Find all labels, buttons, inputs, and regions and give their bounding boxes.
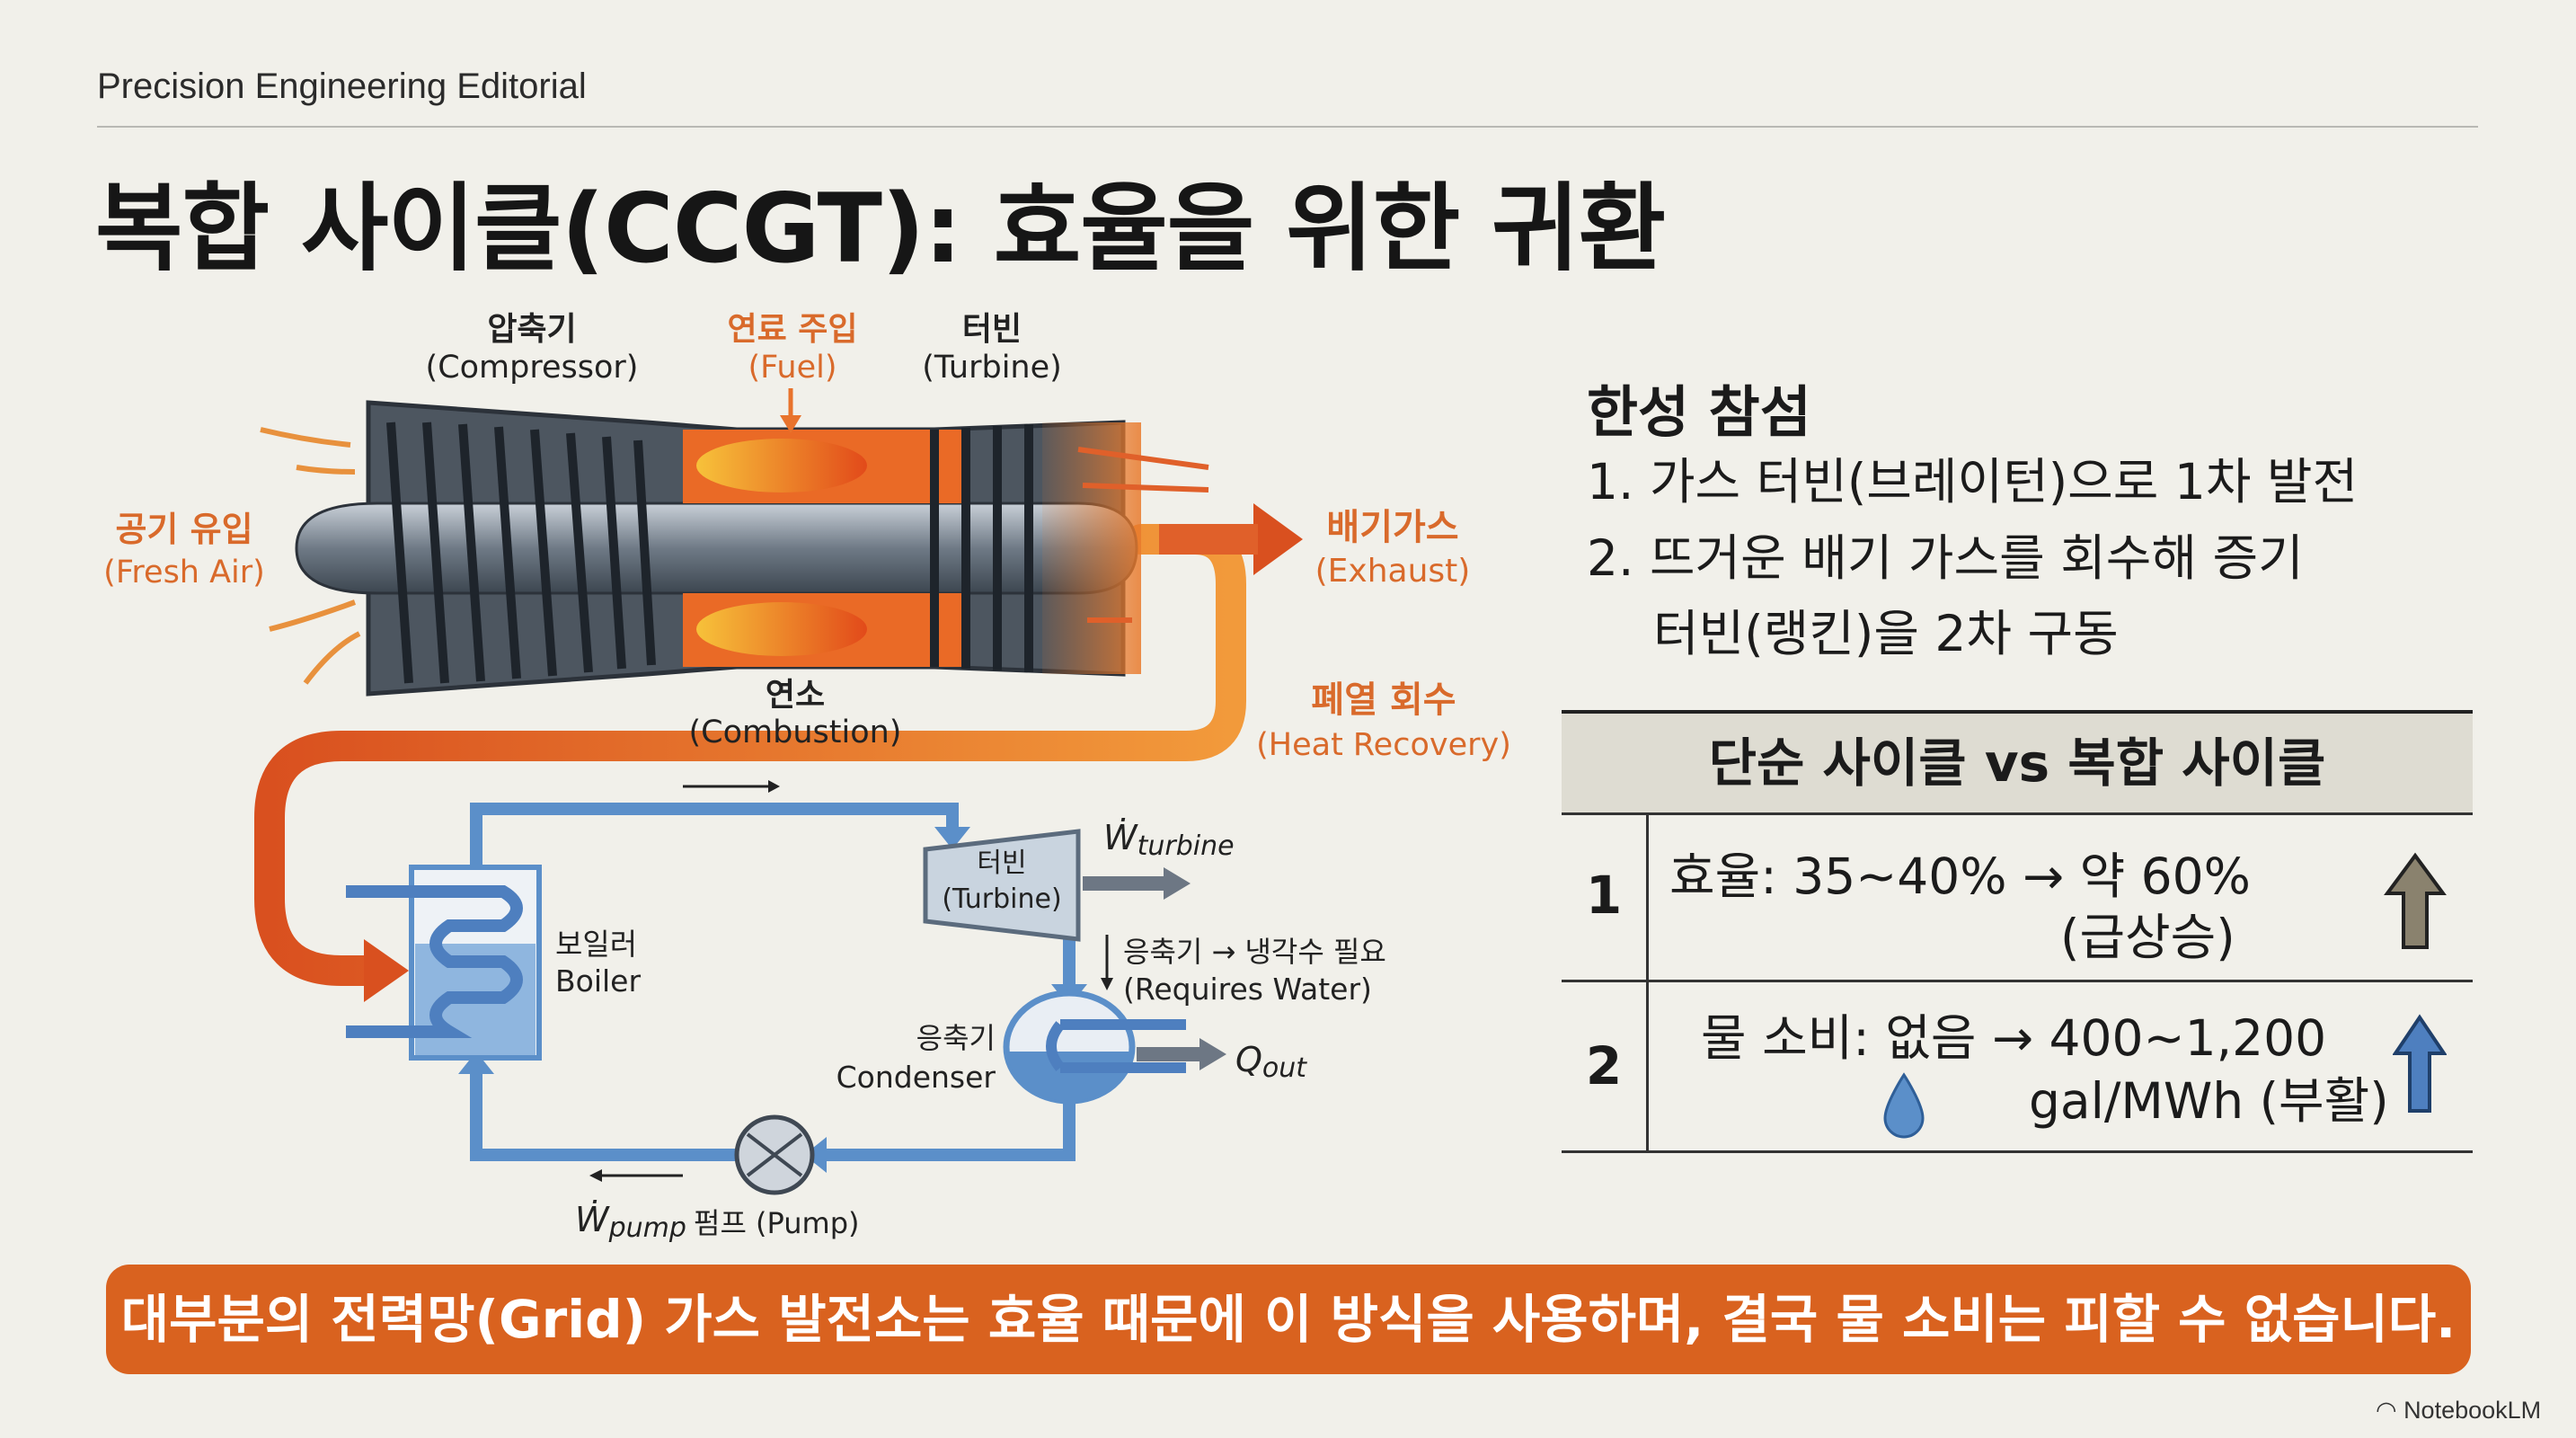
- label-fuel-ko: 연료 주입: [727, 311, 857, 348]
- note-item-2: 2. 뜨거운 배기 가스를 회수해 증기: [1587, 529, 2304, 587]
- up-arrow-icon: [2393, 1014, 2447, 1113]
- exhaust-arrowhead: [1253, 503, 1303, 575]
- water-drop-icon: [1883, 1072, 1925, 1139]
- up-arrow-icon: [2384, 852, 2447, 949]
- label-compressor-ko: 압축기: [487, 311, 576, 348]
- label-air-ko: 공기 유입: [115, 510, 252, 549]
- label-pump: 펌프 (Pump): [694, 1206, 860, 1240]
- label-condenser-ko: 응축기: [916, 1021, 996, 1055]
- brand-name: Precision Engineering Editorial: [97, 67, 587, 106]
- label-boiler-en: Boiler: [555, 963, 641, 999]
- conclusion-banner: 대부분의 전력망(Grid) 가스 발전소는 효율 때문에 이 방식을 사용하며…: [106, 1265, 2471, 1374]
- label-exhaust-en: (Exhaust): [1315, 553, 1471, 590]
- note-item-1: 1. 가스 터빈(브레이턴)으로 1차 발전: [1587, 453, 2359, 510]
- label-steam-turbine-ko: 터빈: [977, 848, 1026, 879]
- table-row-1-line2: (급상승): [2060, 909, 2235, 966]
- label-cooling-ko: 응축기 → 냉각수 필요: [1123, 935, 1386, 969]
- label-turbine-ko: 터빈: [962, 311, 1022, 348]
- flame-top: [696, 439, 867, 493]
- label-recovery-en: (Heat Recovery): [1256, 727, 1511, 763]
- label-boiler-ko: 보일러: [555, 927, 637, 962]
- note-item-2-continued: 터빈(랭킨)을 2차 구동: [1653, 605, 2119, 662]
- notebooklm-logo: ◠ NotebookLM: [2376, 1397, 2542, 1424]
- header-divider: [97, 126, 2478, 128]
- table-row-1-number: 1: [1585, 865, 1623, 926]
- label-exhaust-ko: 배기가스: [1326, 507, 1458, 548]
- label-cooling-en: (Requires Water): [1123, 972, 1372, 1007]
- notes-title: 한성 참섬: [1587, 379, 1811, 445]
- label-w-pump: Ẇpump: [575, 1200, 686, 1244]
- flame-bottom: [696, 602, 867, 656]
- label-turbine-en: (Turbine): [922, 350, 1062, 386]
- comparison-table: 단순 사이클 vs 복합 사이클 1 효율: 35~40% → 약 60% (급…: [1562, 710, 2473, 1153]
- condenser: [1003, 990, 1186, 1105]
- ccgt-diagram: 압축기 (Compressor) 연료 주입 (Fuel) 터빈 (Turbin…: [103, 311, 1511, 1244]
- table-header: 단순 사이클 vs 복합 사이클: [1562, 714, 2473, 812]
- steam-turbine: [923, 829, 1081, 942]
- label-compressor-en: (Compressor): [426, 350, 639, 386]
- label-recovery-ko: 폐열 회수: [1311, 679, 1456, 721]
- fresh-air-arrows: [260, 427, 361, 685]
- table-row-2-number: 2: [1585, 1035, 1623, 1096]
- steam-loop: [470, 803, 1076, 1161]
- label-condenser-en: Condenser: [837, 1060, 996, 1095]
- table-row-2-line1: 물 소비: 없음 → 400~1,200: [1701, 1009, 2327, 1067]
- label-air-en: (Fresh Air): [103, 555, 265, 590]
- heat-recovery-arrowhead: [364, 939, 409, 1002]
- compressor-blades: [386, 422, 656, 684]
- table-row-1-line1: 효율: 35~40% → 약 60%: [1669, 848, 2251, 905]
- gas-turbine: [295, 400, 1141, 697]
- pump: [734, 1114, 815, 1195]
- exhaust-heat-arrows: [1077, 447, 1209, 623]
- label-w-turbine: Ẇturbine: [1103, 818, 1235, 862]
- label-steam-turbine-en: (Turbine): [942, 883, 1061, 915]
- turbine-blades: [930, 424, 1033, 672]
- label-q-out: Qout: [1235, 1040, 1307, 1084]
- page-title: 복합 사이클(CCGT): 효율을 위한 귀환: [95, 173, 1666, 284]
- logo-text: NotebookLM: [2403, 1397, 2542, 1424]
- heat-recovery-pipe: [254, 524, 1246, 986]
- label-combustion-ko: 연소: [766, 677, 825, 714]
- label-combustion-en: (Combustion): [689, 715, 902, 750]
- label-fuel-en: (Fuel): [748, 350, 837, 386]
- boiler: [346, 865, 542, 1061]
- table-row-2-line2: gal/MWh (부활): [2029, 1072, 2389, 1130]
